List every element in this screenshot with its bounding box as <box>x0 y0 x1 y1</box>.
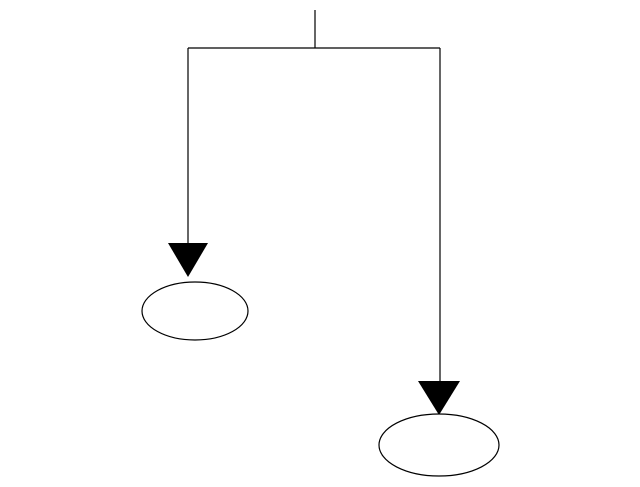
right-node[interactable] <box>378 413 500 477</box>
right-arrowhead-icon <box>418 381 460 415</box>
left-node[interactable] <box>141 281 249 341</box>
left-arrowhead-icon <box>168 243 208 277</box>
right-node-shape[interactable] <box>378 413 500 477</box>
left-node-shape[interactable] <box>141 281 249 341</box>
